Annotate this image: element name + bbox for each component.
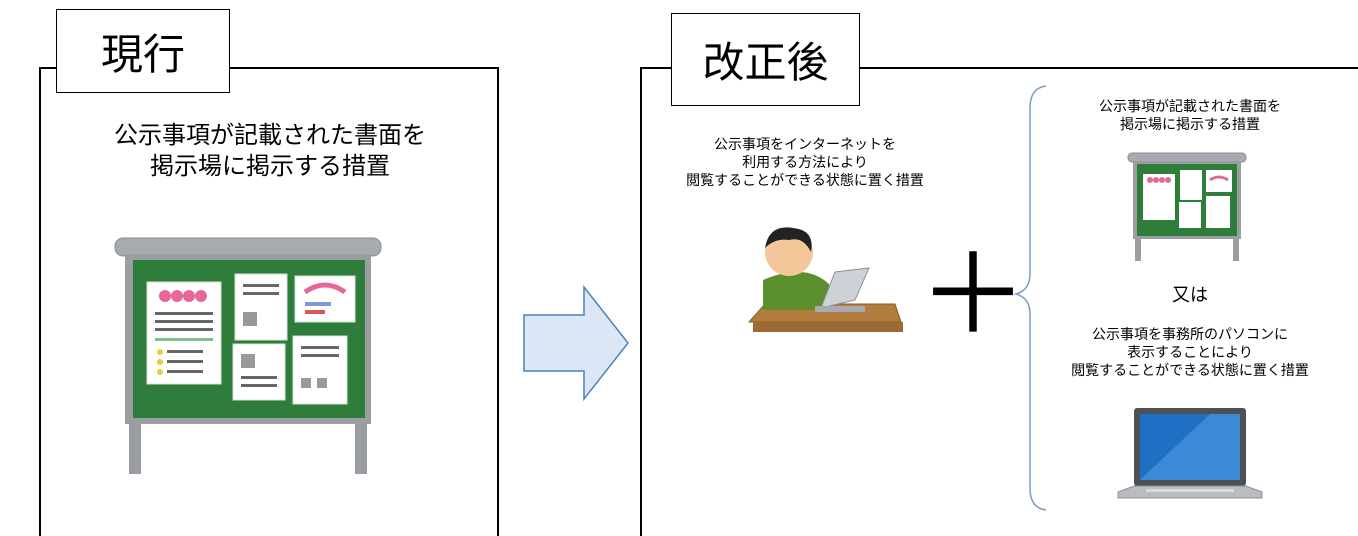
current-caption: 公示事項が記載された書面を 掲示場に掲示する措置: [114, 121, 426, 181]
pc-caption: 公示事項を事務所のパソコンに 表示することにより 閲覧することができる状態に置く…: [1071, 327, 1309, 380]
bulletin-board-icon: [114, 237, 382, 474]
current-tab-label: 現行: [56, 9, 230, 93]
person-at-laptop-icon: [747, 227, 903, 332]
or-text: 又は: [1172, 285, 1208, 306]
laptop-icon: [1117, 408, 1263, 499]
bulletin-board-small-icon: [1127, 152, 1247, 261]
brace-icon: [1013, 85, 1047, 511]
right-arrow-icon: [523, 284, 629, 402]
board-caption: 公示事項が記載された書面を 掲示場に掲示する措置: [1099, 99, 1281, 134]
plus-sign: ＋: [918, 231, 1028, 359]
revised-tab-label: 改正後: [671, 13, 860, 106]
internet-caption: 公示事項をインターネットを 利用する方法により 閲覧することができる状態に置く措…: [686, 137, 924, 190]
